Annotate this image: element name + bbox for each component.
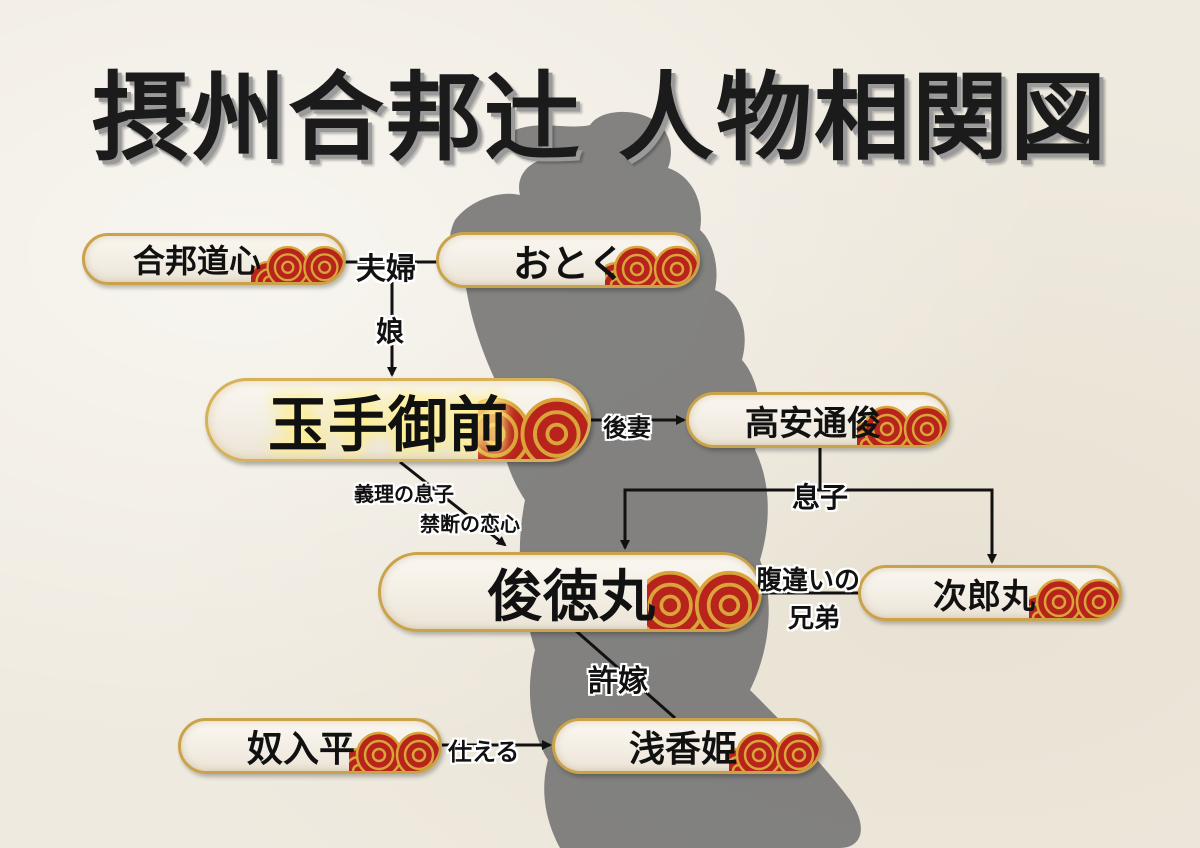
node-asaka: 浅香姫 <box>552 718 822 774</box>
node-yakko: 奴入平 <box>178 718 442 774</box>
label-fuufu: 夫婦 <box>356 252 416 287</box>
label-tsukaeru: 仕える <box>448 738 520 766</box>
arrow-giri <box>399 460 507 547</box>
label-giri-1: 義理の息子 <box>354 482 454 506</box>
node-gappo: 合邦道心 <box>82 233 346 285</box>
node-takayasu: 高安通俊 <box>686 392 950 448</box>
label-harachigai-2: 兄弟 <box>788 604 841 634</box>
label-harachigai-1: 腹違いの <box>756 566 861 596</box>
node-tamate: 玉手御前 <box>205 378 591 462</box>
node-takayasu-label: 高安通俊 <box>745 403 881 444</box>
label-musuko: 息子 <box>792 481 849 514</box>
arrow-musuko-jiro <box>820 488 997 564</box>
arrow-musuko-shuntoku <box>620 488 820 550</box>
node-gappo-label: 合邦道心 <box>133 242 262 280</box>
seigaiha-wave-icon <box>729 731 819 771</box>
seigaiha-wave-icon <box>605 245 697 285</box>
node-otoku-label: おとく <box>513 240 626 286</box>
seigaiha-wave-icon <box>349 731 439 771</box>
title-play-name: 摂州合邦辻 <box>92 61 582 174</box>
seigaiha-wave-icon <box>478 397 588 459</box>
seigaiha-wave-icon <box>251 245 343 282</box>
line-iinazuke <box>574 628 676 720</box>
label-gosai: 後妻 <box>603 414 651 442</box>
page-title: 摂州合邦辻人物相関図 <box>0 40 1200 179</box>
seigaiha-wave-icon <box>857 405 947 445</box>
node-asaka-label: 浅香姫 <box>629 728 738 770</box>
node-jiro: 次郎丸 <box>858 565 1122 621</box>
seigaiha-wave-icon <box>1029 578 1119 618</box>
node-tamate-label: 玉手御前 <box>268 390 508 461</box>
label-giri-2: 禁断の恋心 <box>420 512 520 536</box>
seigaiha-wave-icon <box>647 570 759 629</box>
label-iinazuke: 許嫁 <box>588 664 648 699</box>
node-shuntoku: 俊徳丸 <box>378 552 762 632</box>
node-yakko-label: 奴入平 <box>247 728 356 770</box>
title-subtitle: 人物相関図 <box>618 61 1108 174</box>
node-jiro-label: 次郎丸 <box>933 576 1035 617</box>
node-shuntoku-label: 俊徳丸 <box>487 563 655 630</box>
label-musume: 娘 <box>376 315 405 348</box>
node-otoku: おとく <box>436 232 700 288</box>
